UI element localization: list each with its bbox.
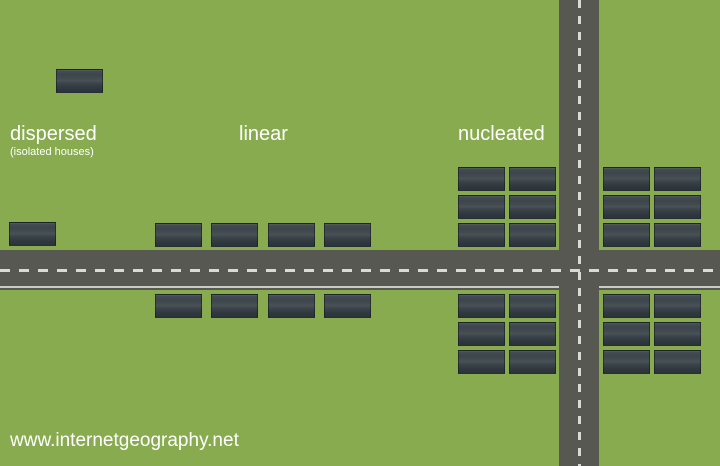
- house-nucleated-northeast-block: [654, 195, 701, 219]
- label-dispersed-note: (isolated houses): [10, 146, 94, 158]
- house-nucleated-southwest-block: [509, 294, 556, 318]
- label-dispersed: dispersed (isolated houses): [10, 124, 97, 158]
- house-nucleated-northwest-block: [458, 195, 505, 219]
- house-nucleated-northwest-block: [458, 223, 505, 247]
- house-nucleated-northwest-block: [509, 167, 556, 191]
- road-edge-line-segment: [0, 286, 559, 288]
- house-linear-south-of-road: [211, 294, 258, 318]
- house-nucleated-northeast-block: [654, 223, 701, 247]
- house-nucleated-northeast-block: [603, 167, 650, 191]
- house-nucleated-southwest-block: [458, 322, 505, 346]
- house-nucleated-southwest-block: [509, 350, 556, 374]
- house-nucleated-southeast-block: [654, 294, 701, 318]
- horizontal-road-center-line: [0, 269, 720, 272]
- road-edge-line-segment: [599, 286, 720, 288]
- house-nucleated-northeast-block: [603, 195, 650, 219]
- house-nucleated-southwest-block: [458, 350, 505, 374]
- house-linear-north-of-road: [324, 223, 371, 247]
- house-linear-south-of-road: [324, 294, 371, 318]
- label-nucleated: nucleated: [458, 123, 545, 145]
- house-linear-north-of-road: [211, 223, 258, 247]
- house-dispersed: [56, 69, 103, 93]
- label-dispersed-text: dispersed: [10, 123, 97, 145]
- watermark-url: www.internetgeography.net: [10, 430, 239, 451]
- house-dispersed: [9, 222, 56, 246]
- house-nucleated-southeast-block: [603, 294, 650, 318]
- house-linear-south-of-road: [155, 294, 202, 318]
- house-nucleated-southwest-block: [458, 294, 505, 318]
- label-linear: linear: [239, 123, 288, 145]
- house-linear-north-of-road: [268, 223, 315, 247]
- house-nucleated-southeast-block: [654, 322, 701, 346]
- vertical-road-center-line: [578, 0, 581, 466]
- house-nucleated-southeast-block: [603, 350, 650, 374]
- house-nucleated-northeast-block: [603, 223, 650, 247]
- house-linear-north-of-road: [155, 223, 202, 247]
- house-nucleated-southeast-block: [654, 350, 701, 374]
- house-nucleated-southwest-block: [509, 322, 556, 346]
- house-nucleated-northwest-block: [509, 195, 556, 219]
- house-nucleated-southeast-block: [603, 322, 650, 346]
- house-nucleated-northwest-block: [458, 167, 505, 191]
- house-nucleated-northeast-block: [654, 167, 701, 191]
- house-nucleated-northwest-block: [509, 223, 556, 247]
- house-linear-south-of-road: [268, 294, 315, 318]
